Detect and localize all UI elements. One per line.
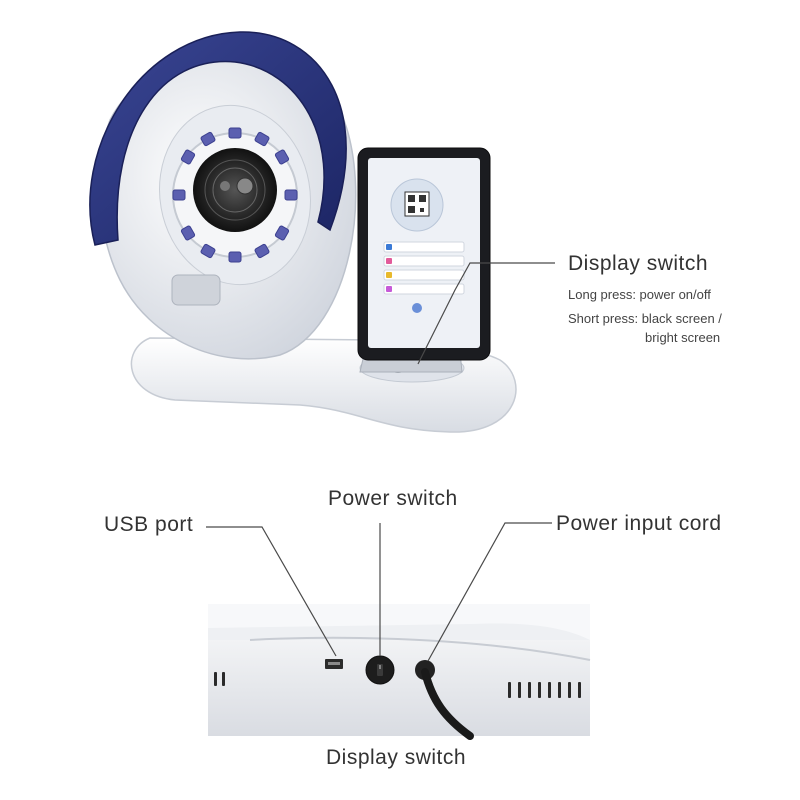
- usb-leader: [206, 526, 337, 657]
- display-switch-bottom-label: Display switch: [326, 746, 467, 769]
- scanner-body: [99, 54, 357, 360]
- tablet-display: [357, 147, 491, 373]
- power-cord-leader: [427, 522, 552, 662]
- camera-lens: [193, 148, 277, 232]
- chin-knob: [171, 274, 221, 306]
- blue-hood: [89, 31, 347, 246]
- power-cord: [421, 668, 474, 740]
- display-switch-line1: Long press: power on/off: [568, 287, 711, 302]
- power-switch-label: Power switch: [328, 487, 458, 510]
- display-switch-line2: Short press: black screen /: [568, 311, 722, 326]
- display-switch-line3: bright screen: [645, 330, 721, 345]
- led-ring: [172, 127, 298, 263]
- base-closeup: [208, 604, 591, 740]
- power-cord-label: Power input cord: [556, 512, 722, 535]
- usb-port-label: USB port: [104, 513, 194, 536]
- display-switch-title: Display switch: [568, 252, 709, 275]
- display-switch-leader-top: [417, 262, 555, 365]
